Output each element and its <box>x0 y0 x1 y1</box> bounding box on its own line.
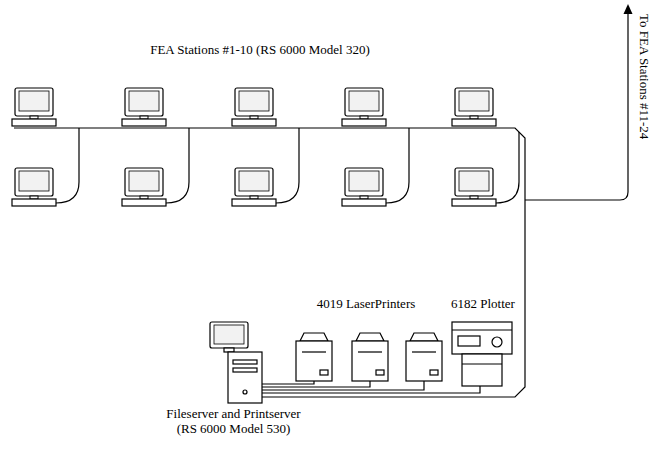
drop-line <box>56 128 79 203</box>
node-label: FEA Stations #1-10 (RS 6000 Model 320) <box>150 42 370 57</box>
workstation-icons <box>12 88 496 206</box>
printer-icons <box>296 333 442 381</box>
node-label: Fileserver and Printserver (RS 6000 Mode… <box>164 406 304 436</box>
printer-group: 4019 LaserPrinters <box>290 296 442 381</box>
plotter-node: 6182 Plotter <box>444 296 522 386</box>
drop-line <box>496 132 519 203</box>
workstation-icon <box>122 88 166 126</box>
workstation-icon <box>452 168 496 206</box>
printer-cable <box>262 381 370 387</box>
offpage-label: To FEA Stations #11-24 <box>637 14 652 139</box>
network-cable <box>262 386 480 393</box>
workstation-icon <box>342 168 386 206</box>
bus-line <box>14 127 512 128</box>
workstation-group: FEA Stations #1-10 (RS 6000 Model 320) <box>8 42 512 214</box>
workstation-icon <box>12 88 56 126</box>
workstation-icon <box>342 88 386 126</box>
drop-line <box>276 128 299 203</box>
workstation-icon <box>122 168 166 206</box>
drop-line <box>166 128 189 203</box>
workstation-icon <box>12 168 56 206</box>
printer-cable <box>262 381 424 390</box>
node-label: 4019 LaserPrinters <box>317 296 416 311</box>
workstation-icon <box>232 168 276 206</box>
drop-line <box>386 128 409 203</box>
server-icon <box>210 322 262 403</box>
workstation-icon <box>452 88 496 126</box>
server-node: Fileserver and Printserver (RS 6000 Mode… <box>205 320 262 404</box>
uplink-arrowhead <box>624 4 633 14</box>
uplink-line <box>525 12 628 200</box>
workstation-icon <box>232 88 276 126</box>
node-label: 6182 Plotter <box>451 296 515 311</box>
plotter-icon <box>452 322 512 386</box>
network-bus <box>14 12 628 390</box>
printer-icon <box>296 333 332 381</box>
printer-icon <box>352 333 388 381</box>
printer-icon <box>406 333 442 381</box>
network-cable <box>262 381 314 384</box>
network-cable <box>262 128 525 397</box>
